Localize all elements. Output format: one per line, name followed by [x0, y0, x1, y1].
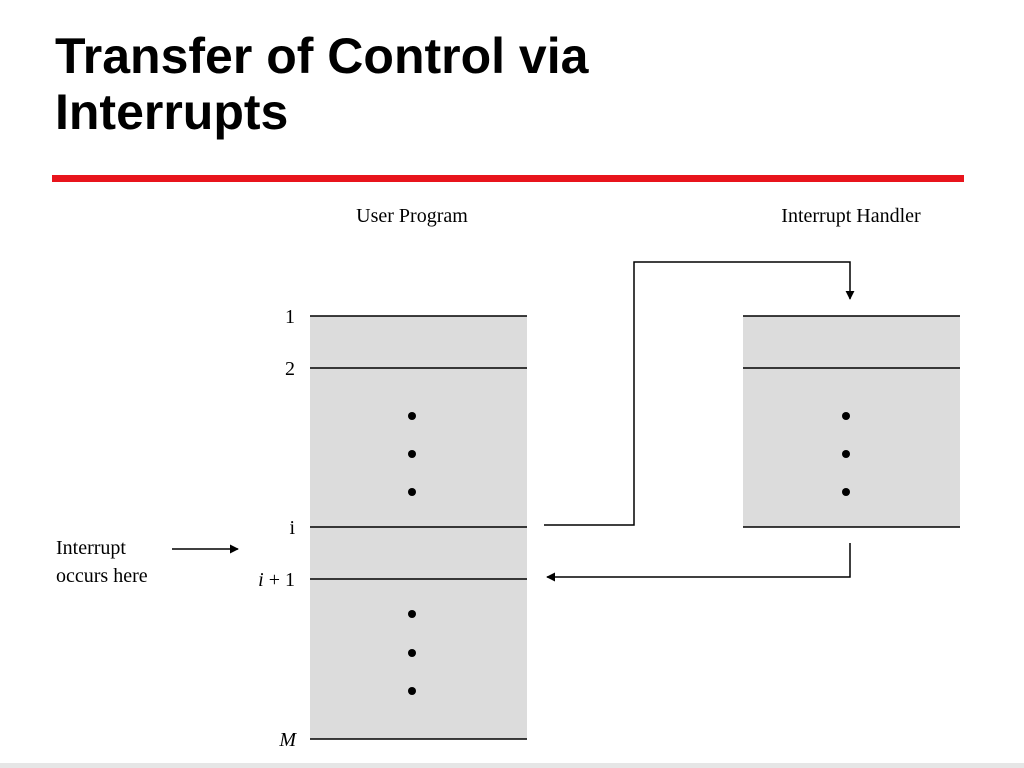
ellipsis-dot — [408, 412, 416, 420]
line-label-1: 1 — [285, 306, 295, 328]
ellipsis-dot — [408, 687, 416, 695]
slide-title-line-1: Transfer of Control via — [55, 28, 589, 84]
annotation-line-2: occurs here — [56, 565, 148, 587]
interrupt-handler-box — [743, 316, 960, 527]
transfer-to-handler-arrow — [544, 261, 855, 526]
slide-title: Transfer of Control via Interrupts — [55, 28, 955, 140]
line-label-m: M — [278, 729, 297, 751]
slide-title-line-2: Interrupts — [55, 84, 289, 140]
user-program-block — [310, 315, 527, 740]
line-label-i-plus-1-italic: i — [258, 569, 264, 591]
line-label-i-plus-1-suffix: + 1 — [264, 569, 295, 591]
ellipsis-dot — [408, 649, 416, 657]
ellipsis-dot — [408, 488, 416, 496]
annotation-line-1: Interrupt — [56, 537, 126, 559]
ellipsis-dot — [842, 412, 850, 420]
interrupt-handler-block — [743, 315, 960, 528]
bottom-strip — [0, 763, 1024, 768]
user-program-label: User Program — [356, 205, 468, 227]
line-label-i: i — [289, 517, 295, 539]
return-from-handler-arrow — [546, 543, 851, 582]
ellipsis-dot — [842, 450, 850, 458]
ellipsis-dot — [408, 610, 416, 618]
interrupt-handler-label: Interrupt Handler — [781, 205, 921, 227]
ellipsis-dot — [842, 488, 850, 496]
title-divider — [52, 175, 964, 182]
line-label-i-plus-1: i + 1 — [258, 569, 295, 591]
line-label-2: 2 — [285, 358, 295, 380]
ellipsis-dot — [408, 450, 416, 458]
